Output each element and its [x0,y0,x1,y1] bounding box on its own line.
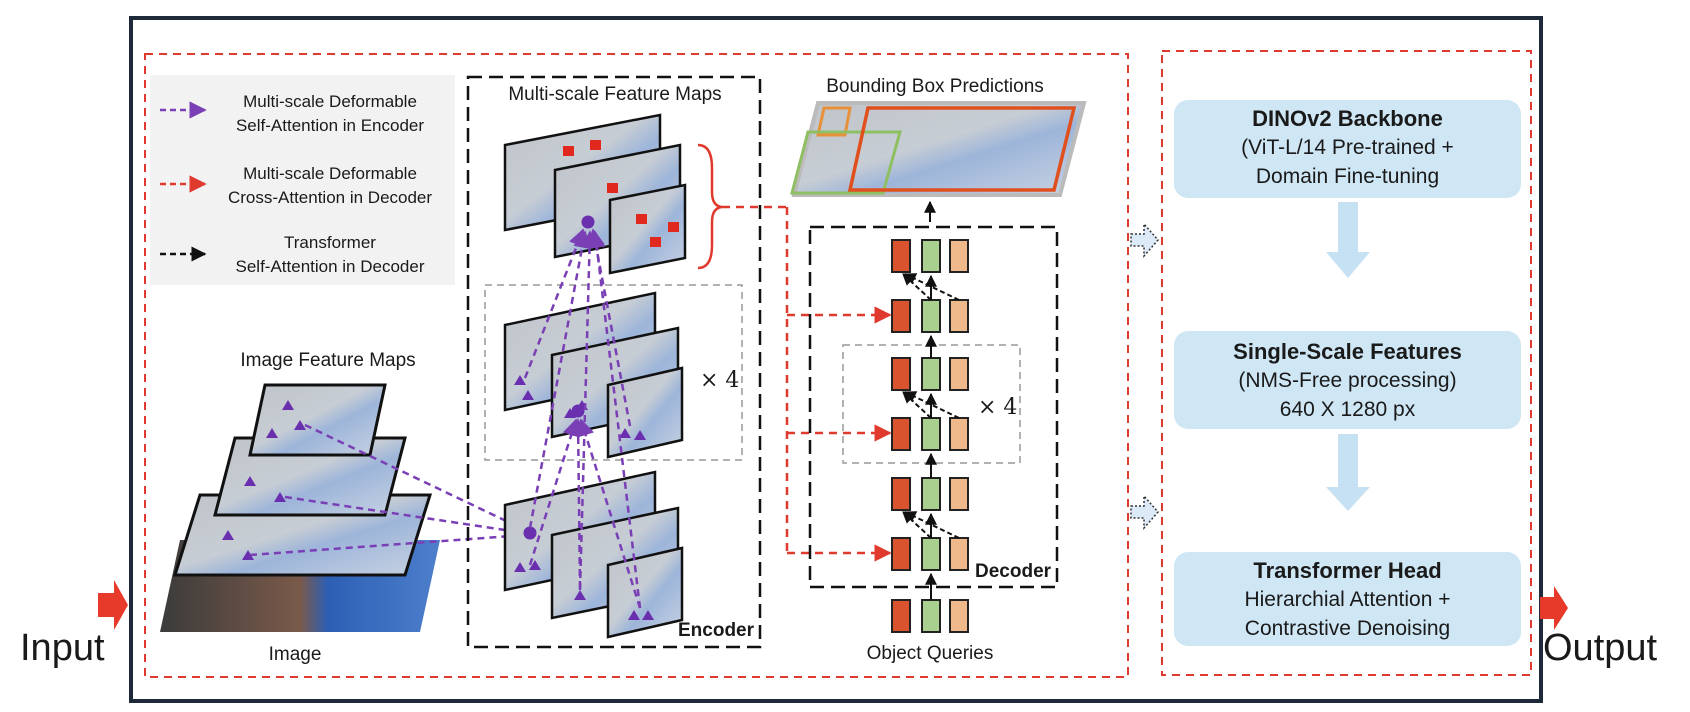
pipeline-box-features: Single-Scale Features (NMS-Free processi… [1174,331,1521,429]
encoder-tag: Encoder [678,620,755,641]
image-stack [160,383,527,632]
feature-brace [697,143,723,270]
decoder-box [808,225,1059,589]
decoder-tag: Decoder [975,561,1052,582]
encoder-times4: × 4 [700,368,740,393]
pipeline-features-line2: 640 X 1280 px [1279,398,1416,421]
image-label: Image [268,644,322,665]
outer-frame [129,16,1543,703]
legend-cross-line1: Multi-scale Deformable [243,164,417,183]
legend-item-self: Transformer Self-Attention in Decoder [220,231,440,279]
pipeline-head-line2: Contrastive Denoising [1244,617,1451,640]
legend-cross-line2: Cross-Attention in Decoder [227,188,433,207]
pipeline-backbone-title: DINOv2 Backbone [1252,106,1443,131]
legend-self-line2: Self-Attention in Decoder [235,257,425,276]
architecture-region [144,53,1129,678]
pipeline-arrow-2 [1326,434,1370,511]
input-arrow [98,580,128,630]
legend-item-encoder: Multi-scale Deformable Self-Attention in… [220,90,440,138]
encoder-box [466,75,762,649]
multiscale-feature-maps-label: Multi-scale Feature Maps [508,84,722,105]
output-arrow [1540,586,1568,630]
pipeline-head-line1: Hierarchial Attention + [1244,588,1451,611]
object-queries-label: Object Queries [866,643,994,664]
image-feature-maps-label: Image Feature Maps [240,350,416,371]
bbox-predictions [790,101,1087,197]
feature-map-small [248,383,387,457]
input-label: Input [20,627,105,669]
pipeline-features-line1: (NMS-Free processing) [1238,369,1457,392]
legend-encoder-line2: Self-Attention in Encoder [235,116,425,135]
legend-self-line1: Transformer [284,233,376,252]
pipeline-link-arrows [1130,222,1159,530]
decoder-self-attention-arrows [902,273,960,600]
cross-attention-routing [722,205,892,562]
bbox-predictions-label: Bounding Box Predictions [826,76,1044,97]
pipeline-region [1161,50,1532,676]
legend-item-cross: Multi-scale Deformable Cross-Attention i… [220,162,440,210]
pipeline-features-title: Single-Scale Features [1233,339,1462,364]
pipeline-box-backbone: DINOv2 Backbone (ViT-L/14 Pre-trained + … [1174,100,1521,198]
pipeline-box-head: Transformer Head Hierarchial Attention +… [1174,552,1521,646]
pipeline-head-title: Transformer Head [1253,558,1442,583]
encoder-feature-maps [503,113,723,639]
legend-encoder-line1: Multi-scale Deformable [243,92,417,111]
decoder-times4: × 4 [978,395,1018,420]
pipeline-arrow-1 [1326,202,1370,278]
pipeline-backbone-line1: (ViT-L/14 Pre-trained + [1241,136,1454,159]
output-label: Output [1543,627,1658,669]
decoder-queries [891,239,969,633]
pipeline-backbone-line2: Domain Fine-tuning [1255,165,1440,188]
